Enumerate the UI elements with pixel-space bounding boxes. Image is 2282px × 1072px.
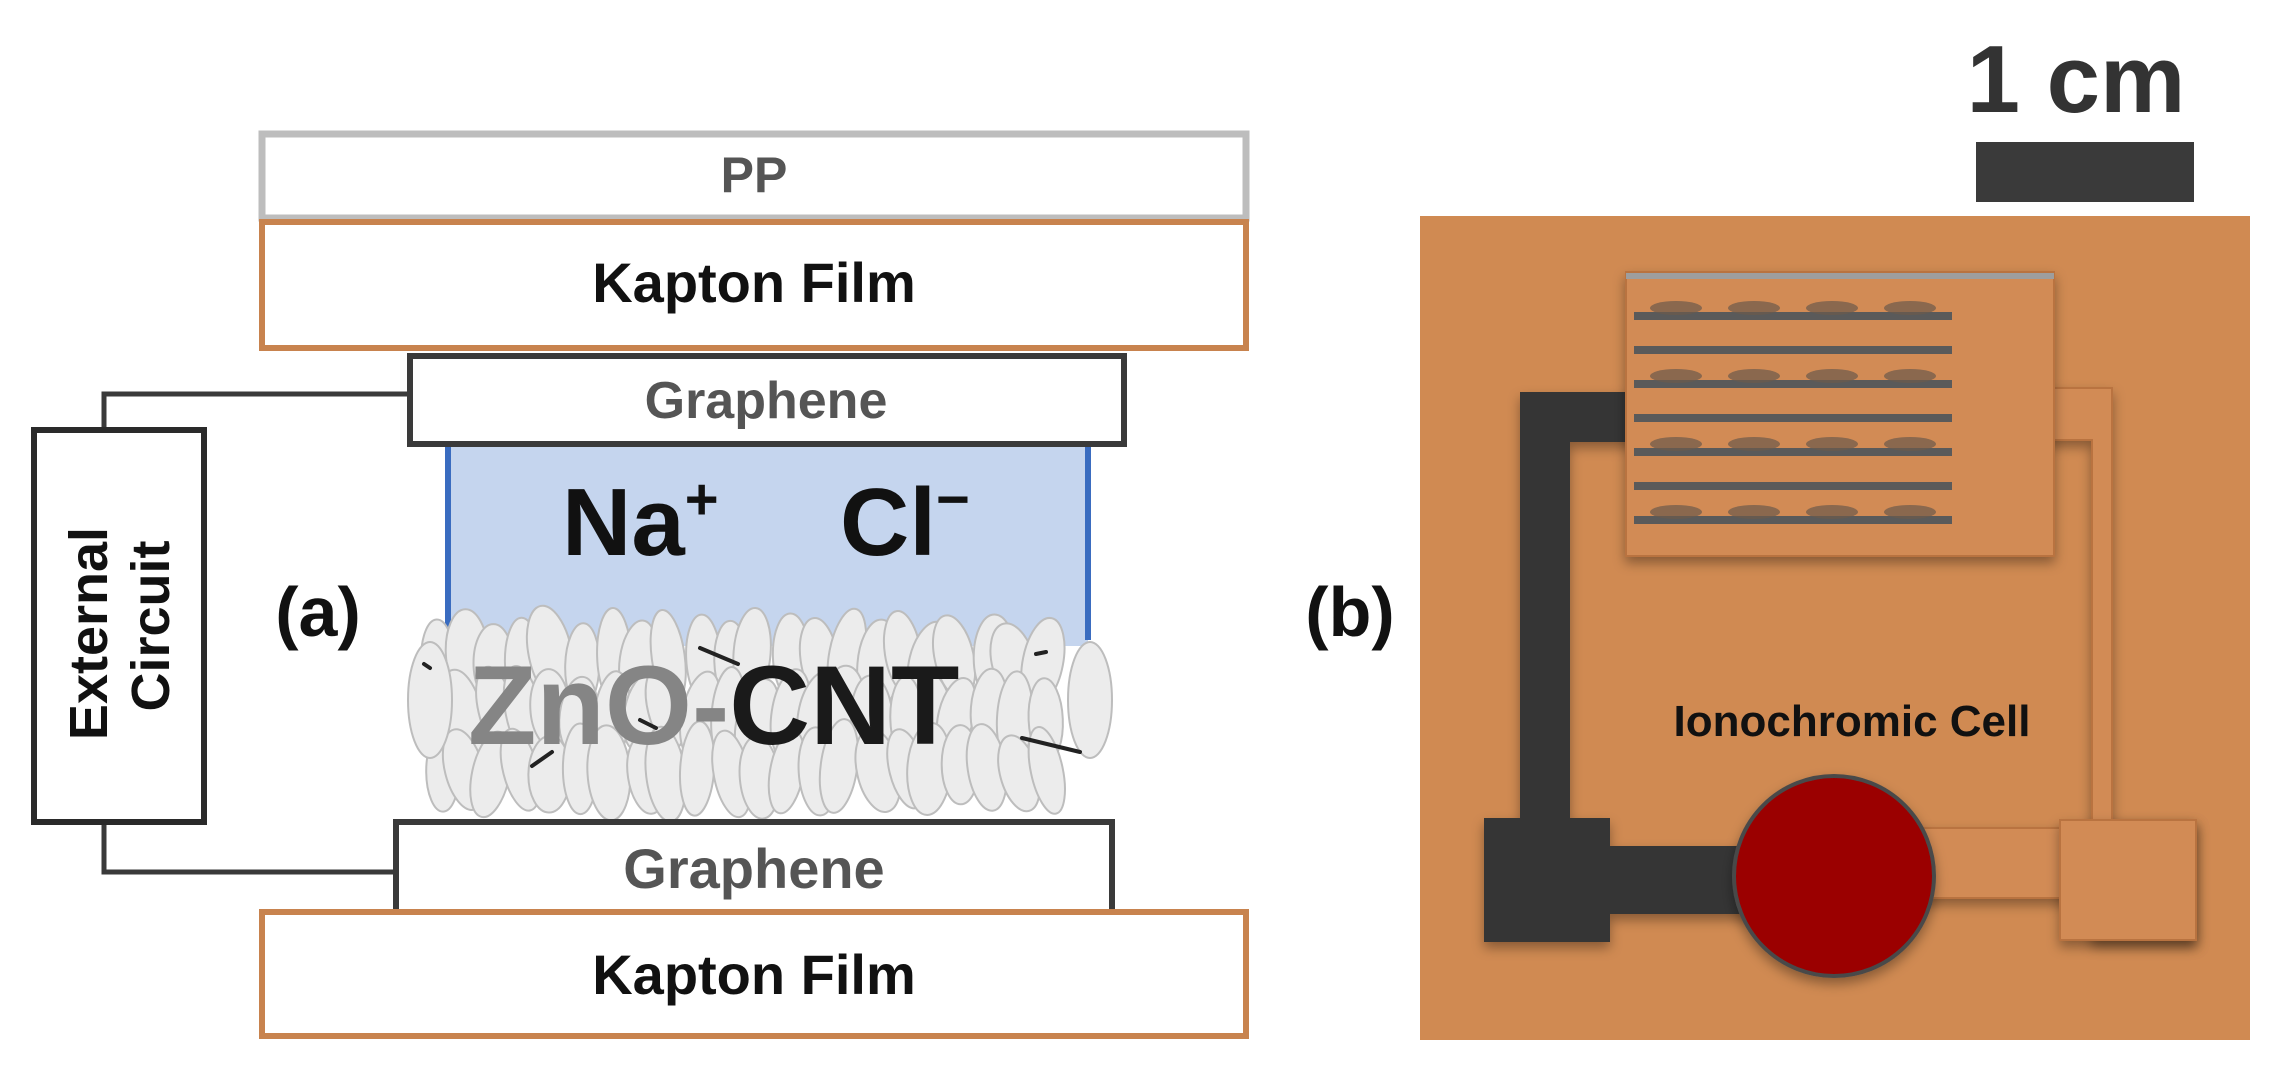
comb-deposit <box>1884 301 1936 315</box>
comb-finger <box>1634 380 1952 388</box>
comb-finger <box>1634 346 1952 354</box>
ionochromic-cell <box>1732 774 1936 978</box>
kapton-film-bottom <box>259 909 1249 1039</box>
graphene-bottom <box>393 819 1115 917</box>
kapton-film-top <box>259 219 1249 351</box>
comb-deposit <box>1884 505 1936 519</box>
comb-finger <box>1634 414 1952 422</box>
comb-deposit <box>1728 301 1780 315</box>
comb-fingers <box>1634 301 1952 524</box>
comb-deposit <box>1728 505 1780 519</box>
sodium-ion-label: Na+ <box>562 467 719 576</box>
comb-deposit <box>1650 505 1702 519</box>
scale-bar-label: 1 cm <box>1967 26 2186 133</box>
ionochromic-cell-label: Ionochromic Cell <box>1674 697 2031 746</box>
panel-b: (b) 1 cm Ionochromic Cell <box>1305 26 2250 1040</box>
comb-finger <box>1634 516 1952 524</box>
comb-deposit <box>1728 437 1780 451</box>
zno-nanorod <box>407 641 453 759</box>
left-electrode-pad <box>1484 818 1610 942</box>
comb-deposit <box>1650 437 1702 451</box>
comb-deposit <box>1884 369 1936 383</box>
external-circuit-label: External Circuit <box>59 512 181 740</box>
comb-deposit <box>1650 301 1702 315</box>
comb-finger <box>1634 482 1952 490</box>
comb-deposit <box>1806 505 1858 519</box>
panel-a: PP Kapton Film Graphene Na+ Cl− ZnO-CNT … <box>31 130 1250 1039</box>
zno-nanorod <box>1027 726 1066 815</box>
chloride-ion-label: Cl− <box>840 467 970 576</box>
kapton-film-bottom-label: Kapton Film <box>592 943 916 1006</box>
pp-layer <box>258 130 1250 222</box>
comb-deposit <box>1806 437 1858 451</box>
panel-b-label: (b) <box>1305 573 1394 651</box>
cnt-strands <box>422 646 1082 768</box>
comb-finger <box>1634 312 1952 320</box>
circuit-wire-bottom <box>101 822 396 875</box>
comb-finger <box>1634 448 1952 456</box>
kapton-film-top-label: Kapton Film <box>592 251 916 314</box>
comb-deposit <box>1728 369 1780 383</box>
scale-bar <box>1976 142 2194 202</box>
graphene-top <box>407 353 1127 447</box>
circuit-wire-top <box>101 391 410 432</box>
pp-label: PP <box>721 147 788 203</box>
panel-a-label: (a) <box>275 573 361 651</box>
external-circuit-box <box>31 427 207 825</box>
graphene-top-label: Graphene <box>645 372 888 430</box>
zno-cnt-label: ZnO-CNT <box>468 643 959 768</box>
left-electrode-trace <box>1484 392 1760 942</box>
comb-deposit <box>1884 437 1936 451</box>
comb-deposit <box>1806 301 1858 315</box>
comb-deposit <box>1806 369 1858 383</box>
zno-nanorod <box>1067 641 1113 759</box>
graphene-bottom-label: Graphene <box>623 837 884 900</box>
right-electrode-pad <box>2059 819 2197 941</box>
comb-deposit <box>1650 369 1702 383</box>
zno-nanorod-cluster <box>407 604 1113 823</box>
